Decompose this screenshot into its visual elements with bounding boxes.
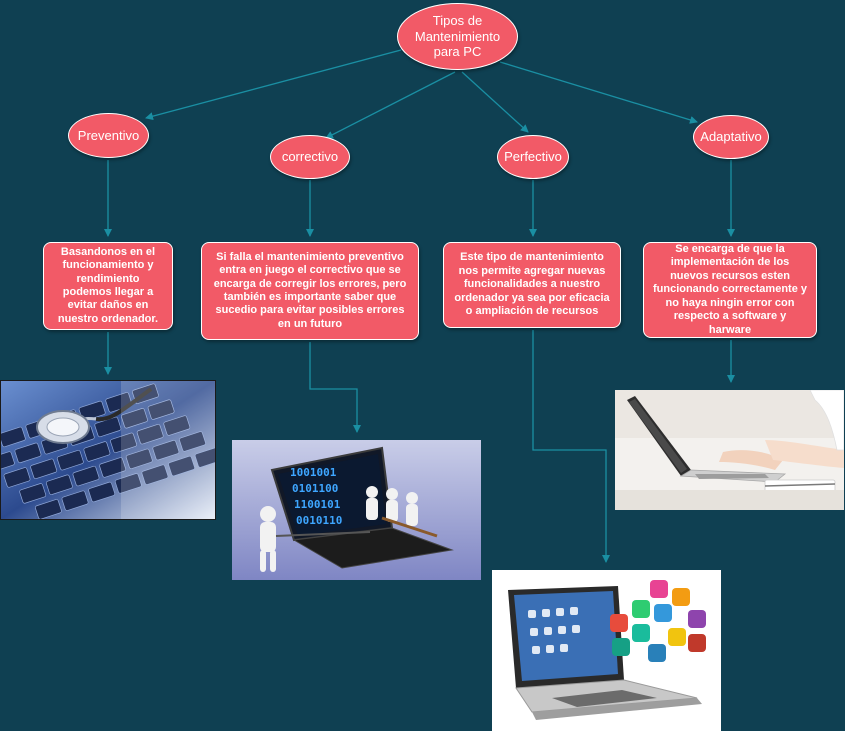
connector-perfectivo-picture: [532, 330, 610, 563]
description-box-adaptativo[interactable]: Se encarga de que la implementación de l…: [643, 242, 817, 338]
category-node-adaptativo[interactable]: Adaptativo: [693, 115, 769, 159]
svg-text:1001001: 1001001: [290, 466, 337, 479]
description-text: Se encarga de que la implementación de l…: [652, 243, 808, 336]
root-node[interactable]: Tipos de Mantenimiento para PC: [397, 3, 518, 70]
description-text: Si falla el mantenimiento preventivo ent…: [213, 250, 407, 330]
description-box-correctivo[interactable]: Si falla el mantenimiento preventivo ent…: [201, 242, 419, 340]
category-node-label: Perfectivo: [504, 149, 562, 165]
description-text: Este tipo de mantenimiento nos permite a…: [454, 251, 610, 318]
connector-root-correctivo: [325, 71, 456, 139]
hands-typing-laptop-picture: [615, 390, 844, 510]
root-node-label: Tipos de Mantenimiento para PC: [414, 12, 501, 60]
svg-text:0101100: 0101100: [292, 482, 338, 495]
category-node-perfectivo[interactable]: Perfectivo: [497, 135, 569, 179]
category-node-preventivo[interactable]: Preventivo: [68, 113, 149, 158]
laptop-with-app-icons-picture: [492, 570, 721, 731]
figures-repairing-laptop-picture: 1001001 0101100 1100101 0010110: [232, 440, 481, 580]
connector-correctivo-picture: [309, 342, 361, 433]
connector-root-adaptativo: [499, 61, 698, 124]
category-node-label: Preventivo: [77, 127, 140, 143]
description-box-perfectivo[interactable]: Este tipo de mantenimiento nos permite a…: [443, 242, 621, 328]
description-text: Basandonos en el funcionamiento y rendim…: [57, 245, 159, 325]
category-node-correctivo[interactable]: correctivo: [270, 135, 350, 179]
category-node-label: correctivo: [281, 149, 339, 165]
category-node-label: Adaptativo: [700, 129, 762, 145]
svg-text:0010110: 0010110: [296, 514, 342, 527]
description-box-preventivo[interactable]: Basandonos en el funcionamiento y rendim…: [43, 242, 173, 330]
svg-text:1100101: 1100101: [294, 498, 341, 511]
connector-root-preventivo: [145, 49, 402, 121]
connector-root-perfectivo: [461, 71, 529, 133]
stethoscope-keyboard-picture: [0, 380, 216, 520]
